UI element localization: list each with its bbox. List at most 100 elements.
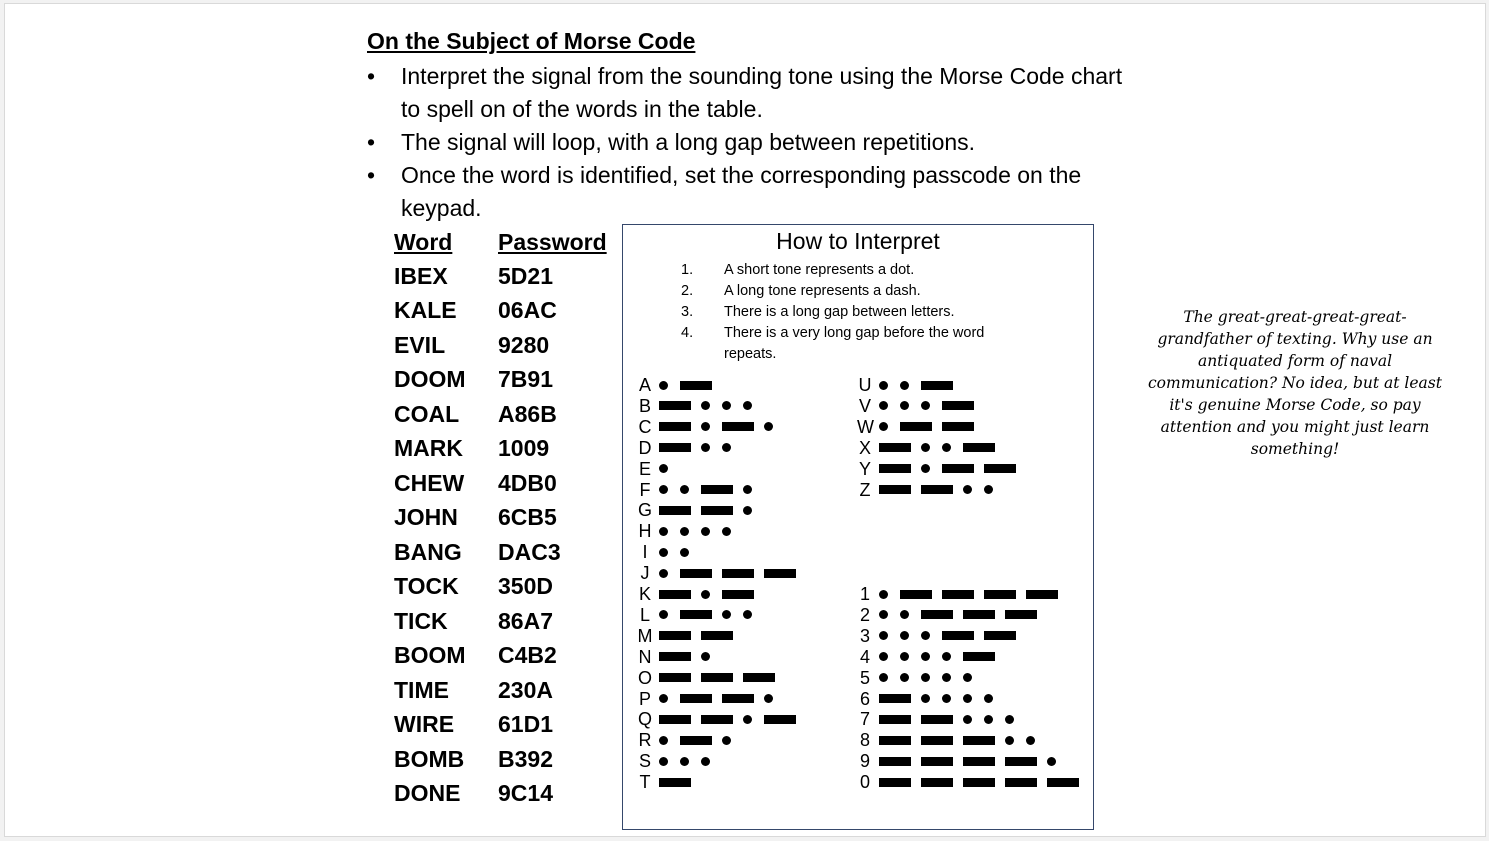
morse-dash xyxy=(659,401,691,411)
morse-dash xyxy=(1005,777,1037,787)
morse-dot xyxy=(659,526,668,536)
password-column-header: Password xyxy=(498,229,607,255)
morse-code-row: Q xyxy=(637,709,806,729)
instruction-list: Interpret the signal from the sounding t… xyxy=(367,60,1127,225)
morse-dash xyxy=(722,568,754,578)
morse-dot xyxy=(879,401,888,411)
morse-dash xyxy=(879,714,911,724)
morse-code-row: Y xyxy=(857,459,1026,479)
morse-dash xyxy=(1005,610,1037,620)
morse-dash xyxy=(659,443,691,453)
morse-symbols xyxy=(659,568,806,578)
morse-dot xyxy=(743,485,752,494)
morse-dot xyxy=(984,714,993,724)
morse-dot xyxy=(701,652,710,662)
morse-code-row: I xyxy=(637,542,701,562)
morse-dot xyxy=(963,694,972,703)
morse-dash xyxy=(701,505,733,515)
word-cell: DONE xyxy=(394,780,461,807)
word-cell: IBEX xyxy=(394,262,448,289)
morse-dot xyxy=(879,589,888,599)
morse-symbols xyxy=(879,443,1005,453)
table-row: KALE 06AC xyxy=(394,294,607,329)
morse-character: Y xyxy=(858,458,871,479)
morse-dot xyxy=(701,589,710,599)
rule-number: 3. xyxy=(681,304,694,320)
morse-symbols xyxy=(879,673,984,683)
morse-dot xyxy=(879,652,888,662)
morse-character: B xyxy=(638,395,651,416)
morse-dash xyxy=(1026,589,1058,599)
morse-dot xyxy=(701,756,710,766)
morse-character: X xyxy=(858,437,871,458)
morse-dot xyxy=(659,610,668,620)
morse-dot xyxy=(921,673,930,683)
password-cell: A86B xyxy=(498,400,557,427)
morse-dash xyxy=(921,735,953,745)
morse-character: T xyxy=(639,772,651,793)
morse-dot xyxy=(701,401,710,411)
manual-heading: On the Subject of Morse Code xyxy=(367,28,696,54)
morse-code-row: 7 xyxy=(857,709,1026,729)
morse-character: I xyxy=(642,542,648,563)
morse-dash xyxy=(659,631,691,641)
morse-dash xyxy=(680,735,712,745)
morse-dot xyxy=(921,694,930,703)
morse-dot xyxy=(900,631,909,641)
morse-dot xyxy=(942,673,951,683)
morse-dash xyxy=(659,505,691,515)
morse-symbols xyxy=(659,505,764,515)
morse-symbols xyxy=(879,485,1005,494)
morse-character: N xyxy=(638,646,652,667)
morse-dash xyxy=(963,756,995,766)
morse-chart-panel: How to Interpret 1.A short tone represen… xyxy=(622,224,1094,830)
morse-dot xyxy=(900,652,909,662)
word-cell: EVIL xyxy=(394,331,446,358)
morse-dot xyxy=(1047,756,1056,766)
morse-code-row: U xyxy=(857,375,963,395)
rule-item: 2.A long tone represents a dash. xyxy=(681,281,1011,302)
morse-character: E xyxy=(638,458,651,479)
password-cell: 230A xyxy=(498,676,553,703)
morse-character: W xyxy=(857,416,874,437)
word-cell: TICK xyxy=(394,607,448,634)
morse-character: 8 xyxy=(859,730,870,751)
rule-number: 1. xyxy=(681,262,694,278)
password-cell: 06AC xyxy=(498,297,557,324)
morse-dot xyxy=(659,547,668,557)
word-cell: DOOM xyxy=(394,366,466,393)
morse-dot xyxy=(764,694,773,703)
morse-dot xyxy=(722,401,731,411)
morse-dash xyxy=(963,735,995,745)
morse-code-row: P xyxy=(637,689,785,709)
morse-dot xyxy=(900,380,909,390)
word-cell: JOHN xyxy=(394,504,458,531)
morse-symbols xyxy=(659,443,743,453)
morse-dash xyxy=(722,694,754,703)
table-header-row: Word Password xyxy=(394,226,607,259)
morse-dot xyxy=(963,714,972,724)
morse-code-row: 0 xyxy=(857,772,1089,792)
password-cell: 9280 xyxy=(498,331,550,358)
morse-dot xyxy=(659,735,668,745)
word-cell: KALE xyxy=(394,297,457,324)
word-cell: BOOM xyxy=(394,642,466,669)
morse-code-row: Z xyxy=(857,480,1005,500)
morse-character: 3 xyxy=(859,625,870,646)
morse-dot xyxy=(921,652,930,662)
morse-character: 5 xyxy=(859,667,870,688)
morse-code-row: G xyxy=(637,500,764,520)
rule-text: A short tone represents a dot. xyxy=(724,262,915,278)
word-cell: CHEW xyxy=(394,469,465,496)
morse-dot xyxy=(879,610,888,620)
password-cell: 86A7 xyxy=(498,607,553,634)
morse-dash xyxy=(921,756,953,766)
password-cell: 9C14 xyxy=(498,780,553,807)
morse-character: M xyxy=(637,625,653,646)
morse-dash xyxy=(984,631,1016,641)
morse-dash xyxy=(680,610,712,620)
morse-dash xyxy=(942,401,974,411)
